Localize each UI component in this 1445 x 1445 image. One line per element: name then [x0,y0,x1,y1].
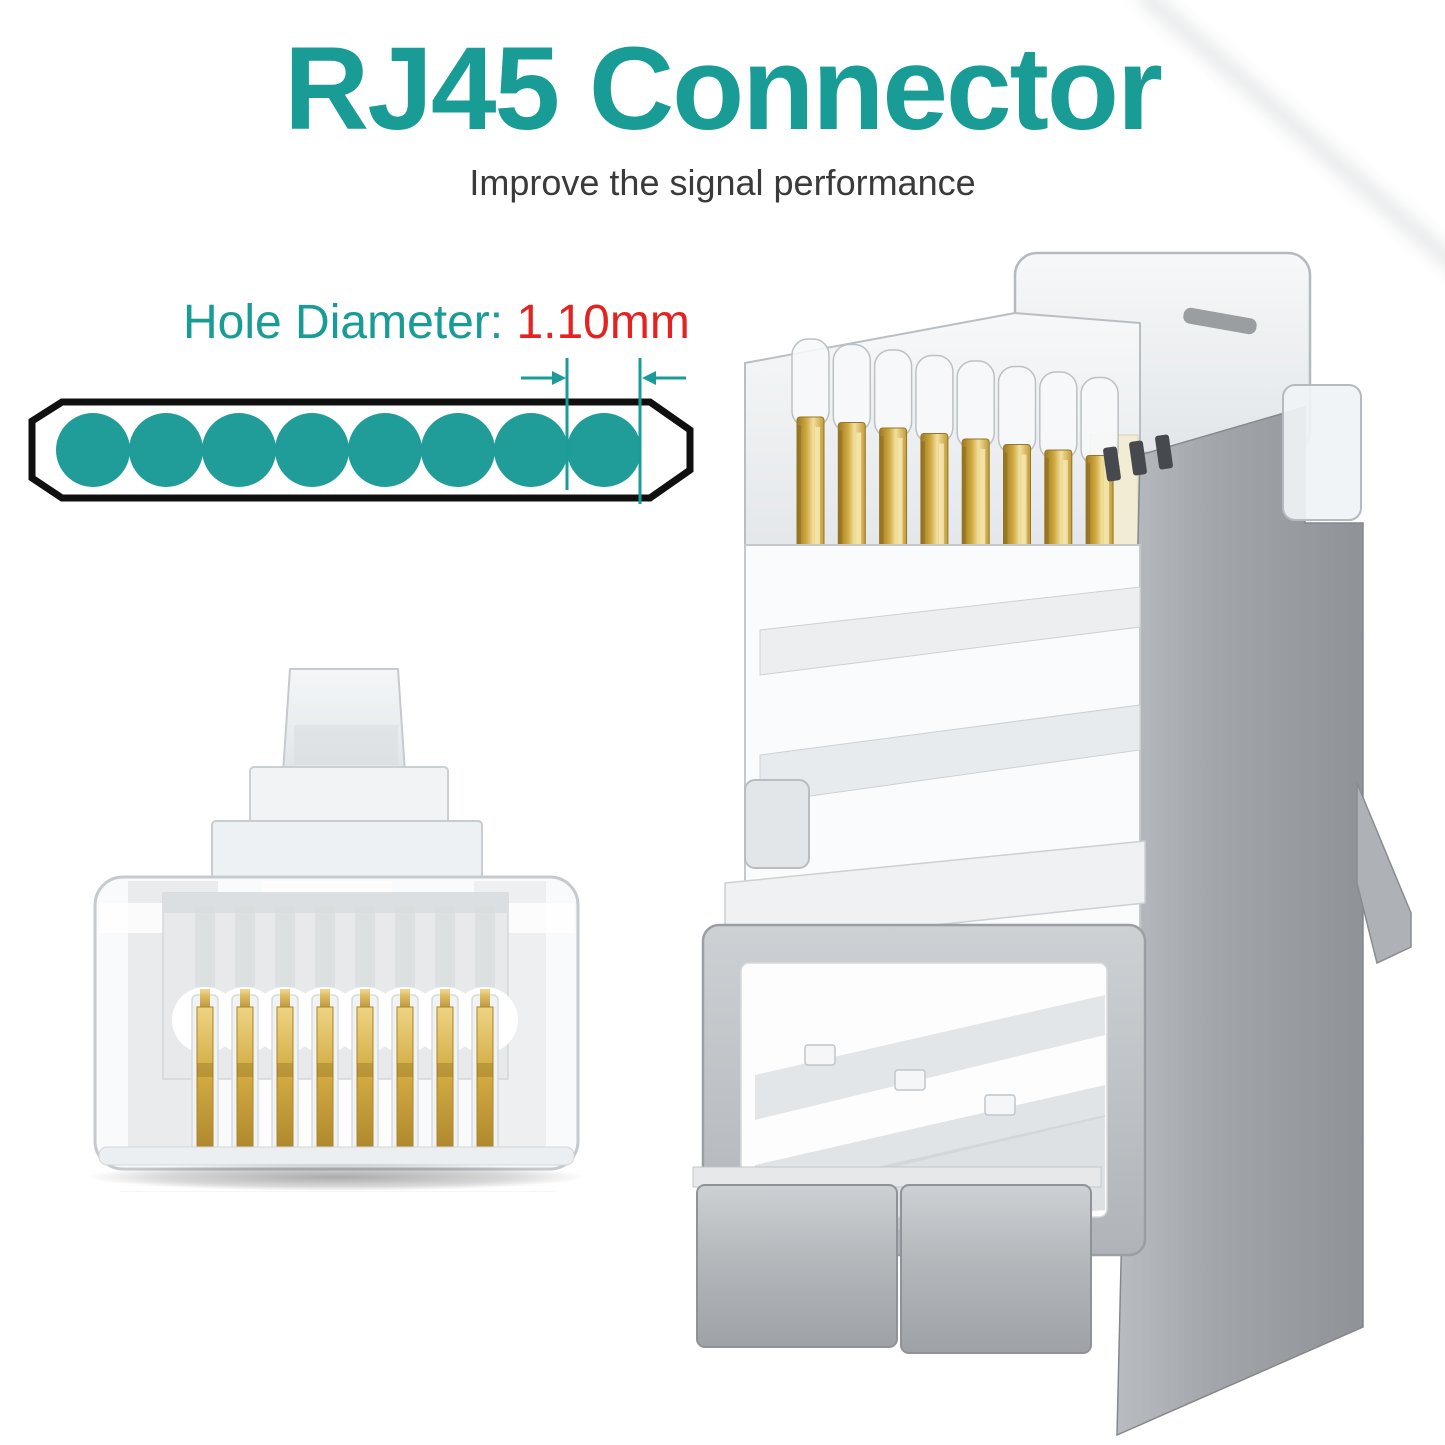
hole-circle [202,413,276,487]
wire-channel-stripe [235,907,255,987]
rear-latch-slot [1183,307,1257,335]
header: RJ45 Connector Improve the signal perfor… [0,30,1445,204]
contact-fin [791,338,830,428]
body-bottom-chrome [98,1146,575,1166]
strain-collar-lower [211,820,483,884]
pin-tip [320,989,330,1011]
page-subtitle: Improve the signal performance [469,162,976,203]
gold-pin [356,1006,374,1158]
crimp-lip [692,1166,1102,1188]
pin-tip [240,989,250,1011]
measurement-arrows [521,358,686,504]
front-connector [93,668,580,1171]
crimp-block-right [900,1184,1092,1354]
hole-circle [56,413,130,487]
gold-pin-band [317,1063,333,1077]
contact-fin [873,349,913,439]
gold-pin-band [357,1063,373,1077]
hole-circle [129,413,203,487]
wire-channel-stripe [315,907,335,987]
wire-channel-stripe [395,907,415,987]
contact-fin [956,360,995,450]
pin-tip [440,989,450,1011]
hole-diameter-label: Hole Diameter: [183,296,517,349]
hole-circle [494,413,568,487]
arrow-head-left [552,371,566,385]
wire-channel-stripe [195,907,215,987]
side-tab [744,779,810,869]
strain-collar-upper [249,766,449,830]
wire-channel-stripes [195,907,495,987]
hole-diameter-value: 1.10mm [516,296,690,349]
gold-pin [436,1006,454,1158]
contact-fin [1039,371,1078,461]
hole-diagram-svg [28,358,694,504]
crimp-block-left [696,1184,898,1348]
vent-slots [1103,434,1173,482]
pin-tip [280,989,290,1011]
gold-pin-band [437,1063,453,1077]
gold-pin [276,1006,294,1158]
front-view-connector-illustration [86,668,586,1445]
wire-channel-stripe [435,907,455,987]
wire-channel-stripe [275,907,295,987]
hole-circle [275,413,349,487]
gold-pin-band [477,1063,493,1077]
gold-pin [476,1006,494,1158]
gold-pin-band [197,1063,213,1077]
mid-ledge-1 [759,586,1141,676]
hole-circle [421,413,495,487]
gold-pin-band [277,1063,293,1077]
gold-pin-band [237,1063,253,1077]
latch-tab-shade [294,725,398,765]
wire-hole-scallops [172,987,518,1053]
pin-tip [360,989,370,1011]
pin-tip [480,989,490,1011]
cable-latch-lever [1356,782,1412,965]
floor-shadow [86,1163,586,1191]
window-tabs [804,1044,1016,1116]
pin-tip [200,989,210,1011]
window-streak-1 [755,995,1105,1120]
shield-panel [1116,406,1364,1437]
gold-pin [196,1006,214,1158]
contact-fin [997,365,1037,456]
hole-circles [56,413,641,487]
wire-channel-stripe [355,907,375,987]
shield-corner-clear-block [1282,384,1362,521]
page-title: RJ45 Connector [284,23,1163,155]
gold-pin [396,1006,414,1158]
hole-circle [567,413,641,487]
pin-tip [400,989,410,1011]
arrow-head-right [642,371,656,385]
perspective-view-connector-illustration [692,251,1412,1437]
contact-fin [915,354,954,445]
contact-fin [832,343,872,434]
hole-circle [348,413,422,487]
gold-pin-band [397,1063,413,1077]
floor-reflection [93,1191,580,1445]
gold-pin [316,1006,334,1158]
wire-channel-stripe [475,907,495,987]
contact-fins [791,338,1119,467]
gold-pin [236,1006,254,1158]
hole-diameter-annotation: Hole Diameter: 1.10mm [183,295,690,350]
